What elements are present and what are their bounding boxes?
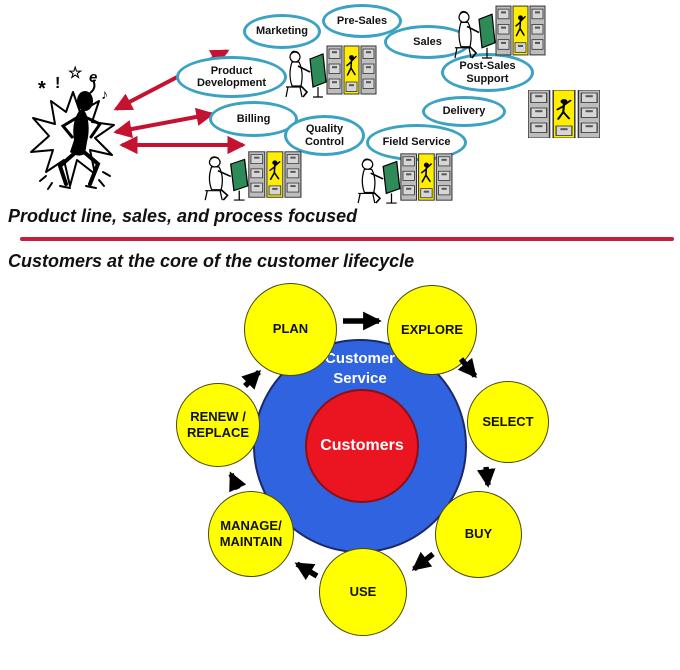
- oval-label: Delivery: [442, 105, 486, 118]
- caption-customer-core: Customers at the core of the customer li…: [8, 251, 415, 271]
- oval-label: Pre-Sales: [336, 14, 388, 27]
- stage-label: MANAGE/ MAINTAIN: [219, 517, 283, 549]
- oval-label: Quality Control: [304, 123, 345, 148]
- stage-circle-select: SELECT: [467, 381, 549, 463]
- oval-label: Sales: [413, 35, 442, 48]
- stage-label: SELECT: [482, 413, 534, 429]
- stage-circle-plan: PLAN: [244, 283, 337, 376]
- customers-label: Customers: [320, 437, 404, 454]
- oval-label: Post-Sales Support: [459, 60, 516, 85]
- symbol-note: ♪: [101, 86, 108, 102]
- caption-product-focused: Product line, sales, and process focused: [8, 206, 358, 226]
- flow-arrow-buy-use: [411, 551, 435, 572]
- stage-circle-renew-replace: RENEW / REPLACE: [176, 383, 260, 467]
- oval-label: Billing: [236, 112, 271, 125]
- stage-label: RENEW / REPLACE: [186, 408, 250, 440]
- flow-arrow-use-manage: [294, 561, 319, 581]
- worker-cabinets-clipart-field-service: [355, 150, 453, 205]
- process-oval-presales: Pre-Sales: [322, 4, 402, 38]
- stage-circle-use: USE: [319, 548, 407, 636]
- divider-line: [20, 237, 674, 241]
- feedback-arrow-billing: [113, 107, 215, 139]
- oval-label: Field Service: [382, 136, 451, 149]
- file-cabinets-clipart-standalone: [528, 90, 600, 138]
- oval-label: Product Development: [196, 64, 267, 89]
- worker-cabinets-clipart-billing: [202, 148, 302, 202]
- stage-circle-explore: EXPLORE: [387, 285, 477, 375]
- process-oval-quality-control: Quality Control: [284, 115, 365, 156]
- stage-label: BUY: [464, 526, 493, 542]
- symbol-e: e: [89, 69, 97, 86]
- flow-arrow-manage-renew: [228, 471, 247, 493]
- stage-label: USE: [349, 583, 377, 599]
- symbol-star: ☆: [68, 65, 83, 82]
- stage-label: EXPLORE: [400, 321, 464, 337]
- flow-arrow-renew-plan: [241, 370, 261, 390]
- flow-arrow-select-buy: [476, 466, 496, 488]
- stage-circle-manage-maintain: MANAGE/ MAINTAIN: [208, 491, 294, 577]
- frustrated-customer-figure: * ! ☆ e ♪: [30, 65, 115, 190]
- process-oval-billing: Billing: [209, 101, 298, 137]
- worker-cabinets-clipart-product: [283, 42, 377, 99]
- worker-cabinets-clipart-sales: [452, 2, 546, 60]
- oval-label: Marketing: [256, 25, 308, 38]
- customers-core-circle: [305, 389, 419, 503]
- stage-label: PLAN: [272, 321, 309, 337]
- process-oval-product-development: Product Development: [176, 56, 287, 98]
- burst-shape: [30, 91, 115, 187]
- process-oval-marketing: Marketing: [243, 14, 321, 49]
- symbol-asterisk: *: [38, 78, 46, 100]
- process-oval-delivery: Delivery: [422, 96, 506, 127]
- symbol-exclamation: !: [55, 75, 60, 92]
- process-map-overlay: * ! ☆ e ♪: [30, 49, 246, 190]
- customer-service-label: Customer Service: [324, 350, 395, 388]
- stage-circle-buy: BUY: [435, 491, 522, 578]
